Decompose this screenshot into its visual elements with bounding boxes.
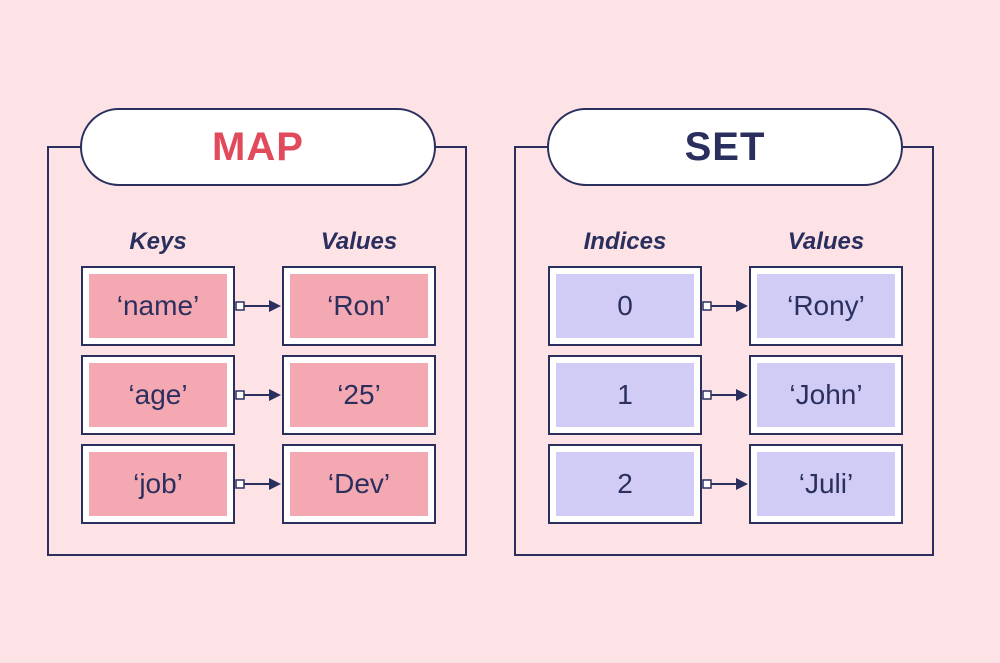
set-index-text: 2 [556,452,694,516]
set-row: 1 ‘John’ [548,355,904,435]
map-keys-header: Keys [129,228,187,255]
set-value-text: ‘Rony’ [757,274,895,338]
set-panel: SET Indices Values 0 ‘Rony’ 1 ‘John’ 2 ‘… [514,108,934,556]
arrow-icon [235,478,281,490]
set-indices-header: Indices [583,228,667,255]
map-values-header: Values [320,228,398,255]
arrow-icon [702,478,748,490]
arrow-icon [702,300,748,312]
map-key-cell: ‘name’ [81,266,235,346]
map-row: ‘job’ ‘Dev’ [81,444,437,524]
map-title: MAP [80,108,436,186]
map-value-text: ‘Dev’ [290,452,428,516]
arrow-icon [235,389,281,401]
set-values-header: Values [787,228,865,255]
set-title: SET [547,108,903,186]
map-key-text: ‘name’ [89,274,227,338]
set-value-cell: ‘John’ [749,355,903,435]
map-panel: MAP Keys Values ‘name’ ‘Ron’ ‘age’ ‘25’ … [47,108,467,556]
set-index-cell: 1 [548,355,702,435]
map-value-cell: ‘Dev’ [282,444,436,524]
set-value-text: ‘John’ [757,363,895,427]
map-key-cell: ‘age’ [81,355,235,435]
set-row: 2 ‘Juli’ [548,444,904,524]
map-row: ‘age’ ‘25’ [81,355,437,435]
arrow-icon [235,300,281,312]
map-value-cell: ‘Ron’ [282,266,436,346]
map-row: ‘name’ ‘Ron’ [81,266,437,346]
set-index-cell: 0 [548,266,702,346]
set-value-cell: ‘Juli’ [749,444,903,524]
set-value-cell: ‘Rony’ [749,266,903,346]
set-value-text: ‘Juli’ [757,452,895,516]
arrow-icon [702,389,748,401]
map-value-text: ‘Ron’ [290,274,428,338]
map-key-cell: ‘job’ [81,444,235,524]
set-index-cell: 2 [548,444,702,524]
set-row: 0 ‘Rony’ [548,266,904,346]
map-value-text: ‘25’ [290,363,428,427]
set-index-text: 0 [556,274,694,338]
map-key-text: ‘age’ [89,363,227,427]
map-key-text: ‘job’ [89,452,227,516]
map-value-cell: ‘25’ [282,355,436,435]
set-index-text: 1 [556,363,694,427]
